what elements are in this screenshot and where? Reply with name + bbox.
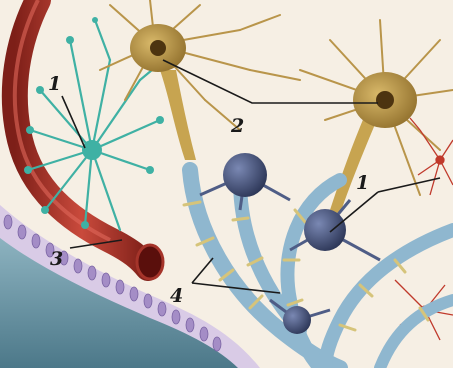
label-astrocyte-right: 1: [356, 172, 369, 194]
label-capillary: 3: [50, 248, 63, 270]
label-neurons: 2: [230, 115, 244, 137]
label-astrocyte-left: 1: [48, 73, 61, 95]
label-myelin: 4: [170, 285, 183, 307]
capillary-opening: [137, 245, 163, 279]
